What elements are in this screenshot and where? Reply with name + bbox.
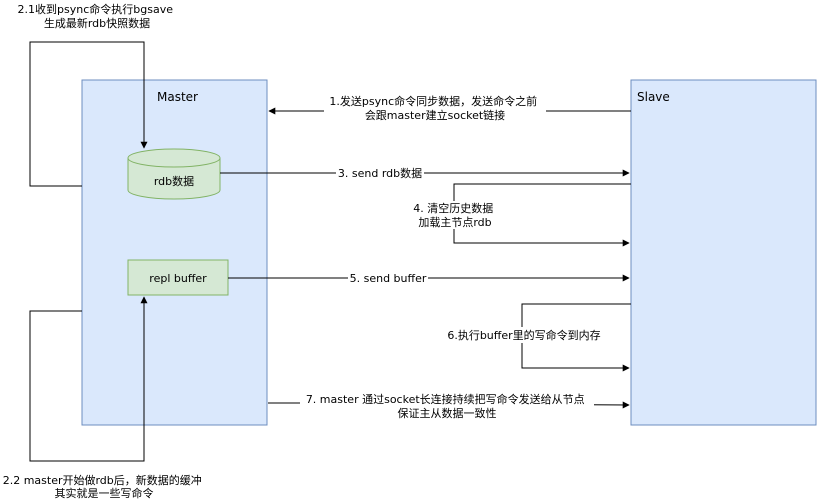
- edge-step6-label: 6.执行buffer里的写命令到内存: [447, 328, 600, 342]
- edge-step1-label: 1.发送psync命令同步数据，发送命令之前 会跟master建立socket链…: [329, 94, 540, 122]
- slave-label: Slave: [637, 90, 670, 104]
- rdb-node[interactable]: rdb数据: [127, 148, 221, 200]
- edge-step21: 2.1收到psync命令执行bgsave 生成最新rdb快照数据: [18, 2, 177, 187]
- master-node[interactable]: Master: [81, 79, 268, 426]
- rdb-cylinder-body: [127, 158, 221, 200]
- edge-step22-line: [29, 296, 148, 462]
- edge-step5-label: 5. send buffer: [350, 272, 427, 285]
- slave-box: [630, 79, 817, 426]
- master-box: [81, 79, 268, 426]
- edge-step3: 3. send rdb数据: [220, 165, 630, 181]
- edge-step4-label: 4. 清空历史数据 加载主节点rdb: [413, 201, 497, 229]
- edge-step6: 6.执行buffer里的写命令到内存: [443, 303, 631, 372]
- edge-step1: 1.发送psync命令同步数据，发送命令之前 会跟master建立socket链…: [268, 94, 631, 122]
- slave-node[interactable]: Slave: [630, 79, 817, 426]
- edge-step3-label: 3. send rdb数据: [338, 166, 422, 180]
- edge-step5: 5. send buffer: [228, 270, 630, 286]
- edge-step21-line: [29, 41, 148, 187]
- edge-step21-label: 2.1收到psync命令执行bgsave 生成最新rdb快照数据: [18, 2, 177, 30]
- repl-buffer-node[interactable]: repl buffer: [127, 259, 229, 296]
- master-label: Master: [157, 90, 198, 104]
- edge-step22: 2.2 master开始做rdb后，新数据的缓冲 其实就是一些写命令: [2, 296, 212, 500]
- edge-step7: 7. master 通过socket长连接持续把写命令发送给从节点 保证主从数据…: [268, 391, 630, 421]
- edge-step22-label: 2.2 master开始做rdb后，新数据的缓冲 其实就是一些写命令: [3, 473, 206, 500]
- repl-buffer-box: [127, 259, 229, 296]
- edge-step4: 4. 清空历史数据 加载主节点rdb: [412, 183, 631, 247]
- edge-step7-label: 7. master 通过socket长连接持续把写命令发送给从节点 保证主从数据…: [306, 392, 588, 420]
- rdb-label: rdb数据: [154, 174, 194, 188]
- rdb-cylinder-top: [127, 148, 221, 168]
- repl-buffer-label: repl buffer: [149, 272, 207, 285]
